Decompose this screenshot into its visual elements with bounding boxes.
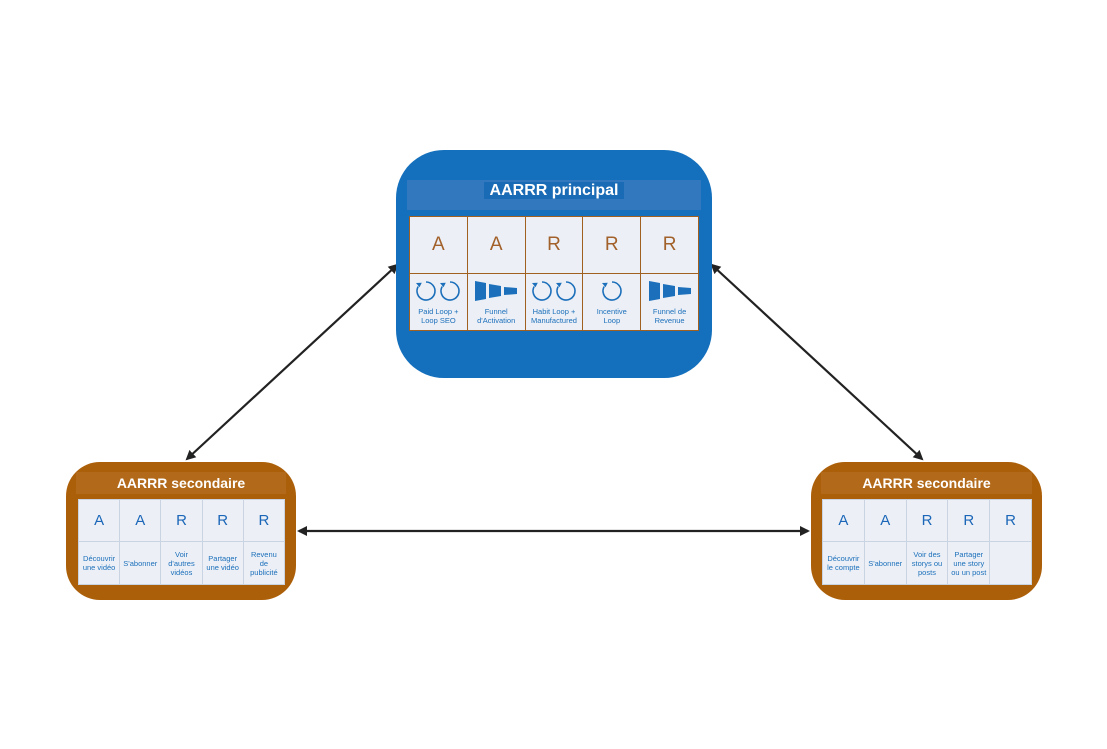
stage-letter: R [906, 500, 948, 541]
stage-icons [415, 279, 461, 303]
stage-letter: A [120, 500, 161, 541]
stage-icons [531, 279, 577, 303]
stage-letter: A [410, 217, 467, 273]
right-title: AARRR secondaire [821, 472, 1032, 494]
step-label: S'abonner [868, 558, 903, 568]
stage-letter: R [948, 500, 990, 541]
stage-letter: A [823, 500, 864, 541]
stage-cell: Habit Loop +Manufactured [525, 274, 583, 330]
stage-icons [648, 279, 692, 303]
step-label: S'abonner [123, 558, 158, 568]
stage-letter: A [467, 217, 525, 273]
funnel-icon [475, 281, 518, 301]
left-title: AARRR secondaire [76, 472, 286, 494]
stage-letter: R [641, 217, 698, 273]
stage-letter: A [864, 500, 906, 541]
loop-icon [601, 281, 622, 301]
stage-cell [990, 542, 1031, 584]
stage-cell: S'abonner [864, 542, 906, 584]
step-label: Paid Loop +Loop SEO [418, 307, 459, 325]
loop-icon [440, 281, 461, 301]
main-title: AARRR principal [407, 180, 701, 210]
stage-cell: S'abonner [120, 542, 161, 584]
stage-letter: R [583, 217, 641, 273]
stage-cell: Paid Loop +Loop SEO [410, 274, 467, 330]
stage-letter: R [525, 217, 583, 273]
arrow-main-right [710, 263, 924, 461]
loop-icon [531, 281, 552, 301]
stage-letter: R [990, 500, 1031, 541]
stage-icons [601, 279, 623, 303]
step-label: Habit Loop +Manufactured [531, 307, 577, 325]
stage-letter: R [202, 500, 243, 541]
stage-letter: A [79, 500, 120, 541]
loop-icon [555, 281, 576, 301]
stage-icons [474, 279, 518, 303]
arrow-main-left [185, 263, 399, 461]
stage-letter: R [161, 500, 202, 541]
stage-letter: R [243, 500, 284, 541]
loop-icon [416, 281, 437, 301]
funnel-icon [648, 281, 691, 301]
